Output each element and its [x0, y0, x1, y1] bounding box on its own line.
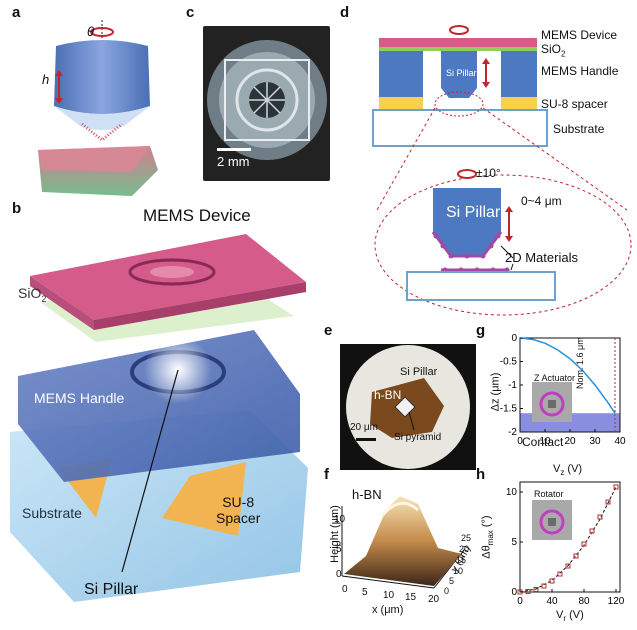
f-title: h-BN — [352, 487, 382, 502]
g-xtick-label: 20 — [564, 436, 576, 447]
panel-d-schematic — [337, 0, 637, 320]
h-ytick-label: 5 — [511, 537, 517, 548]
f-xtick-5: 5 — [362, 587, 368, 598]
f-xtick-15: 15 — [405, 592, 416, 603]
e-hbn-label: h-BN — [374, 388, 401, 402]
scale-bar-c — [217, 148, 251, 151]
g-ytick-label: -0.5 — [500, 357, 518, 368]
b-si-pillar-label: Si Pillar — [84, 581, 138, 599]
h-xlabel: Vr (V) — [556, 609, 584, 623]
g-contact-label: Contact — [522, 435, 563, 449]
d-sio2-layer — [379, 47, 537, 51]
f-xtick-20: 20 — [428, 594, 439, 605]
optical-micrograph: Si Pillar h-BN 20 μm Si pyramid — [340, 344, 476, 470]
h-ytick-label: 10 — [506, 487, 518, 498]
d-handle-left — [379, 51, 423, 97]
f-xlabel: x (μm) — [372, 604, 403, 616]
data-point — [614, 485, 618, 489]
d-sio2-label: SiO2 — [541, 42, 565, 58]
d-mems-handle-label: MEMS Handle — [541, 64, 618, 78]
d-mems-device-label: MEMS Device — [541, 28, 617, 42]
device-photo: 2 mm — [203, 26, 330, 181]
d-substrate-label: Substrate — [553, 122, 604, 136]
h-xtick-label: 0 — [517, 596, 523, 607]
f-ztick-0: 0 — [336, 569, 342, 580]
g-ytick-label: -1 — [508, 380, 517, 391]
d-travel-label: 0~4 μm — [521, 194, 562, 208]
f-xtick-10: 10 — [383, 590, 394, 601]
b-substrate-label: Substrate — [22, 505, 82, 521]
panel-label-g: g — [476, 322, 485, 339]
g-ylabel: Δz (μm) — [489, 373, 501, 412]
f-ytick-25: 25 — [461, 533, 471, 543]
d-si-pillar-small-label: Si Pillar — [446, 68, 477, 78]
d-handle-right — [501, 51, 537, 97]
panel-label-h: h — [476, 466, 485, 483]
theta-label: θ — [87, 24, 94, 39]
d-rotation-label: ±10° — [476, 166, 501, 180]
d-substrate — [373, 110, 547, 146]
h-xtick-label: 120 — [608, 596, 625, 607]
g-xtick-label: 30 — [589, 436, 601, 447]
h-ytick-label: 0 — [511, 587, 517, 598]
b-mems-handle-label: MEMS Handle — [34, 390, 124, 406]
g-xtick-label: 40 — [614, 436, 626, 447]
f-ztick-10: 10 — [334, 514, 345, 525]
d-si-pillar-large-label: Si Pillar — [446, 204, 500, 222]
h-ylabel: Δθmax (°) — [481, 515, 495, 558]
b-mems-device-label: MEMS Device — [143, 206, 251, 226]
g-ytick-label: -1.5 — [500, 404, 518, 415]
f-xtick-0: 0 — [342, 584, 348, 595]
h-xtick-label: 80 — [578, 596, 590, 607]
d-su8-spacer-label: SU-8 spacer — [541, 97, 608, 111]
rotator-inset-image — [532, 500, 572, 540]
e-si-pillar-label: Si Pillar — [400, 366, 437, 378]
d-2d-materials-label: 2D Materials — [505, 250, 578, 265]
h-xtick-label: 40 — [546, 596, 558, 607]
d-rotation-arrow-icon — [450, 26, 468, 34]
h-label: h — [42, 72, 49, 87]
d-su8-right — [501, 97, 537, 109]
afm-surface — [344, 496, 462, 586]
f-ytick-5: 5 — [449, 576, 454, 586]
h-inset-label: Rotator — [534, 489, 564, 499]
g-ytick-label: 0 — [511, 333, 517, 344]
e-scale-label: 20 μm — [350, 422, 378, 433]
e-si-pyramid-label: Si pyramid — [394, 432, 441, 443]
d-su8-left — [379, 97, 423, 109]
pillar-body — [54, 40, 150, 114]
d-zoom-circle — [375, 175, 631, 315]
d-device-layer — [379, 38, 537, 47]
g-inset-label: Z Actuator — [534, 373, 575, 383]
z-actuator-inset-image — [532, 382, 572, 422]
g-ytick-label: -2 — [508, 427, 517, 438]
b-sio2-label: SiO2 — [18, 285, 46, 304]
f-ztick-5: 5 — [336, 544, 342, 555]
g-nominal-label: Nom. 1.6 μm — [575, 337, 585, 389]
panel-label-e: e — [324, 322, 332, 339]
panel-label-c: c — [186, 4, 194, 21]
panel-b-illustration — [0, 200, 320, 620]
c-scale-label: 2 mm — [217, 154, 250, 169]
f-ytick-0: 0 — [444, 586, 449, 596]
